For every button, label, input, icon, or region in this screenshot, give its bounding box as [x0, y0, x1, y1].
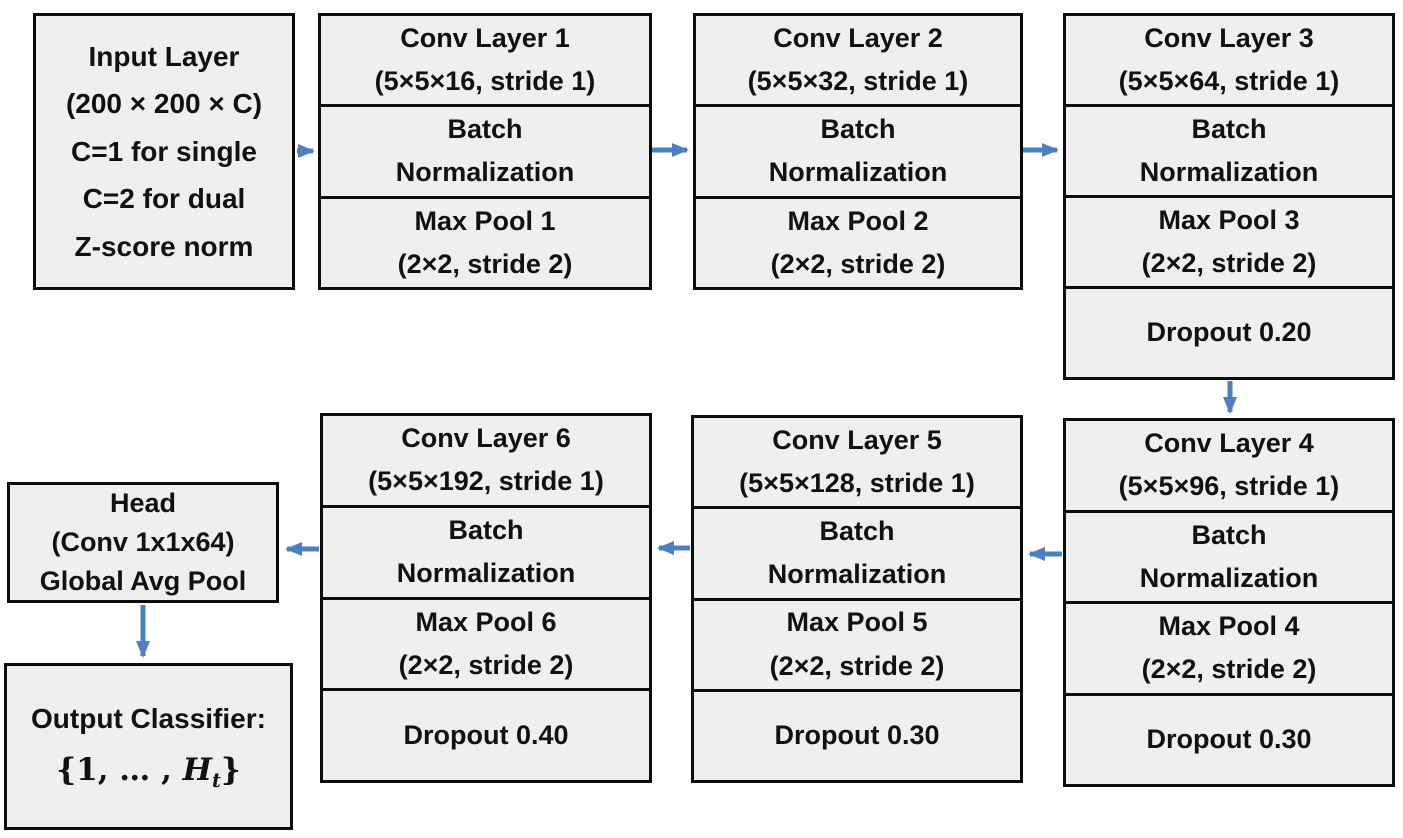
conv6-maxpool-cell: Max Pool 6 (2×2, stride 2): [323, 596, 649, 689]
conv2-layer-cell: Conv Layer 2 (5×5×32, stride 1): [747, 22, 969, 97]
conv6-layer-cell: Conv Layer 6 (5×5×192, stride 1): [368, 423, 604, 497]
head-line: Head: [109, 487, 177, 518]
conv2-maxpool-cell: Max Pool 2 (2×2, stride 2): [696, 195, 1020, 287]
head-line: Global Avg Pool: [39, 566, 247, 597]
conv3-dropout-cell: Dropout 0.20: [1066, 286, 1392, 377]
conv4-layer-cell: Conv Layer 4 (5×5×96, stride 1): [1118, 428, 1340, 502]
conv4-dropout-cell: Dropout 0.30: [1066, 692, 1392, 785]
conv6-batchnorm-cell: Batch Normalization: [323, 504, 649, 597]
formula-subscript: t: [211, 769, 221, 793]
conv2-batchnorm-cell: Batch Normalization: [696, 104, 1020, 195]
formula-variable: H: [182, 752, 212, 789]
input-layer-line: C=2 for dual: [82, 183, 246, 215]
conv1-layer-cell: Conv Layer 1 (5×5×16, stride 1): [374, 22, 596, 97]
input-layer-line: Z-score norm: [74, 230, 254, 262]
conv-block-4: Conv Layer 4 (5×5×96, stride 1) Batch No…: [1063, 418, 1395, 787]
input-layer-box: Input Layer (200 × 200 × C) C=1 for sing…: [33, 13, 295, 290]
conv4-maxpool-cell: Max Pool 4 (2×2, stride 2): [1066, 601, 1392, 693]
input-layer-line: C=1 for single: [71, 135, 257, 167]
conv3-layer-cell: Conv Layer 3 (5×5×64, stride 1): [1118, 22, 1340, 96]
formula-prefix: {1, … ,: [56, 752, 183, 789]
conv1-maxpool-cell: Max Pool 1 (2×2, stride 2): [321, 195, 649, 287]
conv-block-6: Conv Layer 6 (5×5×192, stride 1) Batch N…: [320, 413, 652, 783]
output-classifier-formula: {1, … , Ht}: [56, 746, 241, 796]
output-classifier-title: Output Classifier:: [31, 702, 266, 734]
conv5-dropout-cell: Dropout 0.30: [694, 688, 1020, 780]
conv4-batchnorm-cell: Batch Normalization: [1066, 509, 1392, 602]
conv5-layer-cell: Conv Layer 5 (5×5×128, stride 1): [739, 424, 975, 499]
conv3-batchnorm-cell: Batch Normalization: [1066, 104, 1392, 195]
conv-block-1: Conv Layer 1 (5×5×16, stride 1) Batch No…: [318, 13, 652, 290]
conv5-maxpool-cell: Max Pool 5 (2×2, stride 2): [694, 597, 1020, 689]
conv-block-2: Conv Layer 2 (5×5×32, stride 1) Batch No…: [693, 13, 1023, 290]
conv5-batchnorm-cell: Batch Normalization: [694, 506, 1020, 597]
formula-suffix: }: [220, 752, 241, 789]
head-line: (Conv 1x1x64): [51, 526, 235, 557]
conv-block-3: Conv Layer 3 (5×5×64, stride 1) Batch No…: [1063, 13, 1395, 380]
conv1-batchnorm-cell: Batch Normalization: [321, 104, 649, 195]
conv-block-5: Conv Layer 5 (5×5×128, stride 1) Batch N…: [691, 415, 1023, 783]
output-classifier-box: Output Classifier: {1, … , Ht}: [4, 663, 293, 830]
head-box: Head (Conv 1x1x64) Global Avg Pool: [7, 482, 279, 603]
input-layer-line: (200 × 200 × C): [65, 88, 263, 120]
conv3-maxpool-cell: Max Pool 3 (2×2, stride 2): [1066, 195, 1392, 286]
input-layer-line: Input Layer: [88, 40, 240, 72]
conv6-dropout-cell: Dropout 0.40: [323, 688, 649, 780]
